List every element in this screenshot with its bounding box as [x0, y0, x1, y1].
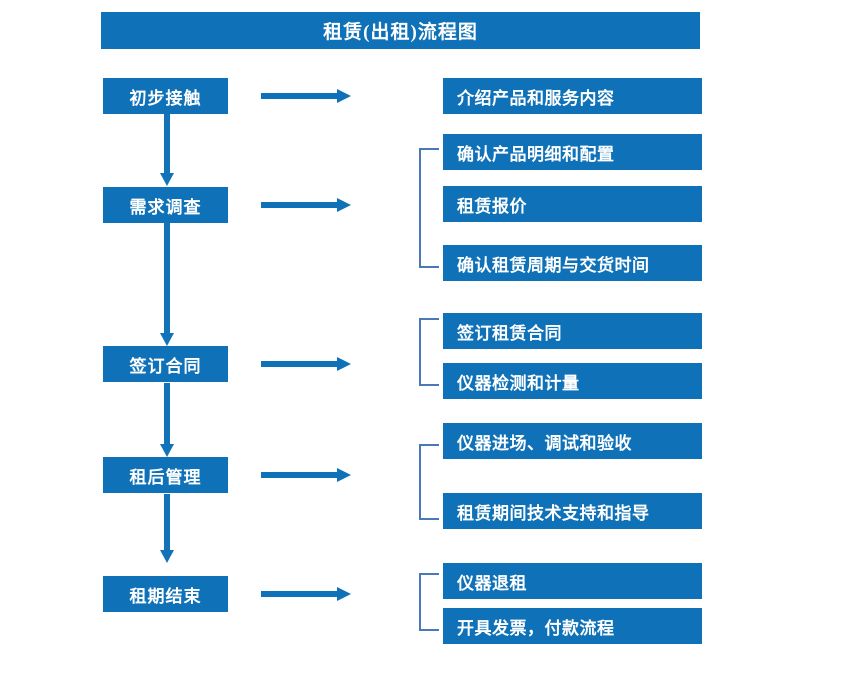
arrow-right-rental-end: [261, 585, 351, 603]
detail-box-technical-support[interactable]: 租赁期间技术支持和指导: [443, 493, 702, 529]
arrow-head: [160, 550, 174, 563]
detail-box-instrument-return[interactable]: 仪器退租: [443, 563, 702, 599]
arrow-right-demand-survey: [261, 196, 351, 214]
detail-box-instrument-installation[interactable]: 仪器进场、调试和验收: [443, 423, 702, 459]
bracket-spine: [419, 444, 421, 520]
arrow-head: [337, 89, 351, 103]
detail-box-instrument-inspection[interactable]: 仪器检测和计量: [443, 363, 702, 399]
bracket-spine: [419, 148, 421, 268]
arrow-head: [160, 173, 174, 186]
arrow-shaft: [261, 93, 339, 99]
arrow-right-initial-contact: [261, 87, 351, 105]
bracket-arm-top: [419, 318, 439, 320]
stage-box-demand-survey[interactable]: 需求调查: [103, 187, 228, 223]
stage-box-rental-end[interactable]: 租期结束: [103, 576, 228, 612]
bracket-demand-survey: [419, 148, 439, 268]
arrow-shaft: [164, 383, 170, 444]
arrow-down-survey-to-contract: [158, 223, 176, 346]
arrow-down-contact-to-survey: [158, 114, 176, 186]
arrow-down-management-to-end: [158, 494, 176, 563]
arrow-head: [160, 333, 174, 346]
bracket-spine: [419, 573, 421, 631]
detail-box-sign-rental-contract[interactable]: 签订租赁合同: [443, 313, 702, 349]
arrow-shaft: [261, 202, 339, 208]
arrow-head: [337, 587, 351, 601]
arrow-shaft: [261, 361, 339, 367]
stage-box-initial-contact[interactable]: 初步接触: [103, 78, 228, 114]
bracket-arm-bottom: [419, 266, 439, 268]
arrow-head: [337, 198, 351, 212]
chart-title: 租赁(出租)流程图: [101, 12, 700, 49]
arrow-down-contract-to-management: [158, 383, 176, 457]
bracket-arm-top: [419, 148, 439, 150]
arrow-head: [160, 444, 174, 457]
stage-box-post-rental-management[interactable]: 租后管理: [103, 457, 228, 493]
arrow-shaft: [164, 494, 170, 550]
bracket-arm-bottom: [419, 518, 439, 520]
arrow-shaft: [261, 591, 339, 597]
detail-box-rental-quote[interactable]: 租赁报价: [443, 186, 702, 222]
bracket-arm-top: [419, 573, 439, 575]
bracket-post-rental-management: [419, 444, 439, 520]
bracket-rental-end: [419, 573, 439, 631]
detail-box-intro-products[interactable]: 介绍产品和服务内容: [443, 78, 702, 114]
stage-box-sign-contract[interactable]: 签订合同: [103, 346, 228, 382]
arrow-right-sign-contract: [261, 355, 351, 373]
arrow-head: [337, 468, 351, 482]
arrow-shaft: [164, 223, 170, 333]
bracket-arm-bottom: [419, 384, 439, 386]
arrow-right-post-rental-management: [261, 466, 351, 484]
bracket-arm-bottom: [419, 629, 439, 631]
detail-box-confirm-period[interactable]: 确认租赁周期与交货时间: [443, 245, 702, 281]
detail-box-invoice-payment[interactable]: 开具发票，付款流程: [443, 608, 702, 644]
detail-box-confirm-spec[interactable]: 确认产品明细和配置: [443, 134, 702, 170]
arrow-head: [337, 357, 351, 371]
bracket-arm-top: [419, 444, 439, 446]
arrow-shaft: [164, 114, 170, 173]
bracket-spine: [419, 318, 421, 386]
arrow-shaft: [261, 472, 339, 478]
bracket-sign-contract: [419, 318, 439, 386]
